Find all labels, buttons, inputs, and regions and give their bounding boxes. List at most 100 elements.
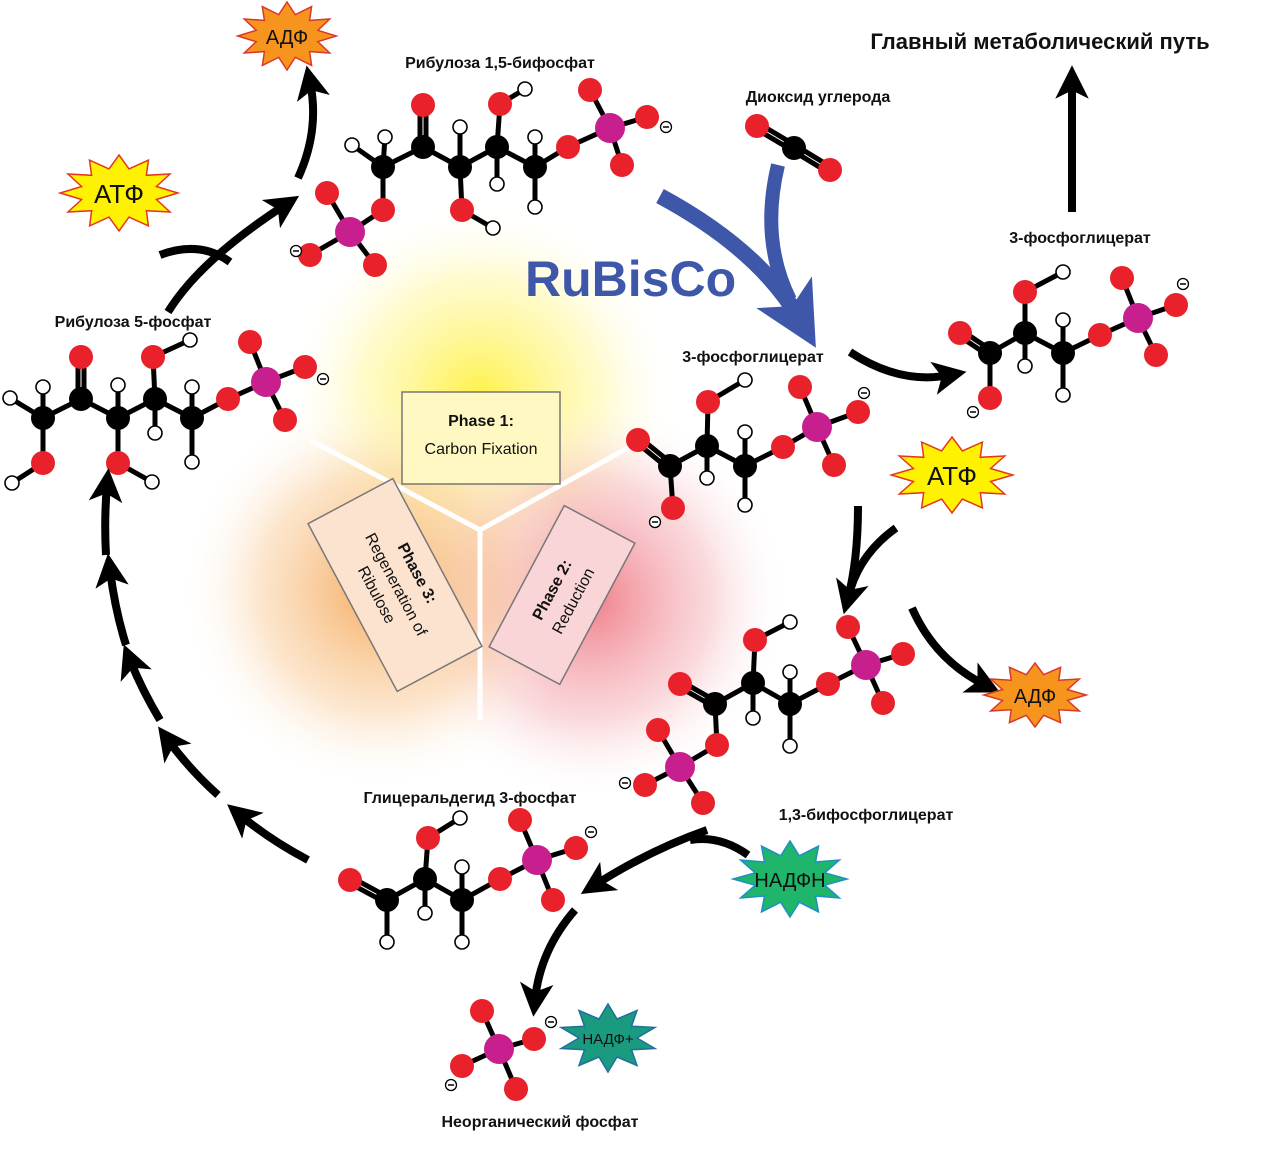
oxygen-atom bbox=[705, 733, 729, 757]
hydrogen-atom bbox=[737, 372, 753, 388]
phase1-box: Phase 1: Carbon Fixation bbox=[401, 391, 561, 485]
arrow-bpg-to-g3p bbox=[580, 826, 709, 895]
carbon-atom bbox=[978, 341, 1002, 365]
oxygen-atom bbox=[488, 867, 512, 891]
phosphorus-atom bbox=[522, 845, 552, 875]
negative-charge-icon bbox=[1176, 277, 1190, 291]
hydrogen-atom bbox=[2, 390, 18, 406]
nadph-star bbox=[730, 839, 850, 919]
starburst-shape bbox=[558, 1002, 658, 1074]
negative-charge-icon bbox=[648, 515, 662, 529]
oxygen-atom bbox=[610, 153, 634, 177]
carbon-atom bbox=[658, 454, 682, 478]
label-bpg: 1,3-бифосфоглицерат bbox=[779, 807, 954, 824]
atp-label-top: АТФ bbox=[94, 179, 144, 209]
arrow-3pga-to-3pga bbox=[847, 348, 967, 395]
hydrogen-atom bbox=[782, 738, 798, 754]
carbon-atom bbox=[106, 406, 130, 430]
arrow-atp-in-top bbox=[158, 244, 233, 266]
arrow-adp-out-right bbox=[908, 606, 1001, 693]
oxygen-atom bbox=[363, 253, 387, 277]
rubisco-arrow bbox=[656, 188, 816, 348]
hydrogen-atom bbox=[737, 424, 753, 440]
oxygen-atom bbox=[298, 243, 322, 267]
oxygen-atom bbox=[541, 888, 565, 912]
oxygen-atom bbox=[871, 691, 895, 715]
oxygen-atom bbox=[522, 1027, 546, 1051]
carbon-atom bbox=[741, 671, 765, 695]
arrow-regeneration-4 bbox=[95, 553, 130, 647]
starburst-shape bbox=[981, 661, 1089, 729]
hydrogen-atom bbox=[379, 934, 395, 950]
carbon-atom bbox=[371, 155, 395, 179]
arrow-regeneration-1 bbox=[227, 804, 310, 864]
molecule-3pga-center bbox=[626, 372, 871, 529]
hydrogen-atom bbox=[144, 474, 160, 490]
hydrogen-atom bbox=[485, 220, 501, 236]
arrow-atp-curve-right bbox=[844, 524, 899, 599]
oxygen-atom bbox=[69, 345, 93, 369]
nadp-star bbox=[558, 1002, 658, 1074]
oxygen-atom bbox=[1013, 280, 1037, 304]
arrow-regeneration-2 bbox=[158, 726, 221, 798]
starburst-shape bbox=[730, 839, 850, 919]
carbon-atom bbox=[31, 406, 55, 430]
oxygen-atom bbox=[1110, 266, 1134, 290]
carbon-atom bbox=[375, 888, 399, 912]
atp-star-right bbox=[888, 435, 1016, 515]
negative-charge-icon bbox=[857, 386, 871, 400]
starburst-shape bbox=[235, 0, 339, 72]
oxygen-atom bbox=[978, 386, 1002, 410]
oxygen-atom bbox=[293, 355, 317, 379]
carbon-atom bbox=[413, 867, 437, 891]
arrow-adp-out-top bbox=[294, 65, 330, 180]
oxygen-atom bbox=[668, 672, 692, 696]
oxygen-atom bbox=[633, 773, 657, 797]
molecule-g3p bbox=[338, 808, 598, 950]
hydrogen-atom bbox=[489, 176, 505, 192]
phosphorus-atom bbox=[595, 113, 625, 143]
hydrogen-atom bbox=[184, 454, 200, 470]
atp-star-top bbox=[57, 153, 181, 233]
oxygen-atom bbox=[315, 181, 339, 205]
oxygen-atom bbox=[273, 408, 297, 432]
hydrogen-atom bbox=[1055, 264, 1071, 280]
oxygen-atom bbox=[106, 451, 130, 475]
oxygen-atom bbox=[745, 114, 769, 138]
hydrogen-atom bbox=[699, 470, 715, 486]
oxygen-atom bbox=[846, 400, 870, 424]
oxygen-atom bbox=[891, 642, 915, 666]
adp-star-top bbox=[235, 0, 339, 72]
negative-charge-icon bbox=[584, 825, 598, 839]
carbon-atom bbox=[450, 888, 474, 912]
arrow-pi-out bbox=[519, 907, 579, 1017]
hydrogen-atom bbox=[737, 497, 753, 513]
carbon-atom bbox=[1051, 341, 1075, 365]
starburst-shape bbox=[888, 435, 1016, 515]
hydrogen-atom bbox=[1017, 358, 1033, 374]
hydrogen-atom bbox=[527, 129, 543, 145]
oxygen-atom bbox=[1088, 323, 1112, 347]
oxygen-atom bbox=[556, 135, 580, 159]
hydrogen-atom bbox=[184, 379, 200, 395]
oxygen-atom bbox=[470, 999, 494, 1023]
negative-charge-icon bbox=[618, 776, 632, 790]
oxygen-atom bbox=[216, 387, 240, 411]
oxygen-atom bbox=[691, 791, 715, 815]
oxygen-atom bbox=[1144, 343, 1168, 367]
phosphorus-atom bbox=[665, 752, 695, 782]
adp-label-right: АДФ bbox=[1014, 686, 1056, 708]
phosphorus-atom bbox=[484, 1034, 514, 1064]
oxygen-atom bbox=[450, 1054, 474, 1078]
co2-incoming-arrow bbox=[764, 163, 797, 304]
label-inorganic-phosphate: Неорганический фосфат bbox=[441, 1114, 638, 1131]
phosphorus-atom bbox=[802, 412, 832, 442]
hydrogen-atom bbox=[4, 475, 20, 491]
carbon-atom bbox=[733, 454, 757, 478]
label-3pga-top-right: 3-фосфоглицерат bbox=[1009, 230, 1151, 247]
oxygen-atom bbox=[564, 836, 588, 860]
negative-charge-icon bbox=[289, 244, 303, 258]
hydrogen-atom bbox=[527, 199, 543, 215]
hydrogen-atom bbox=[377, 129, 393, 145]
